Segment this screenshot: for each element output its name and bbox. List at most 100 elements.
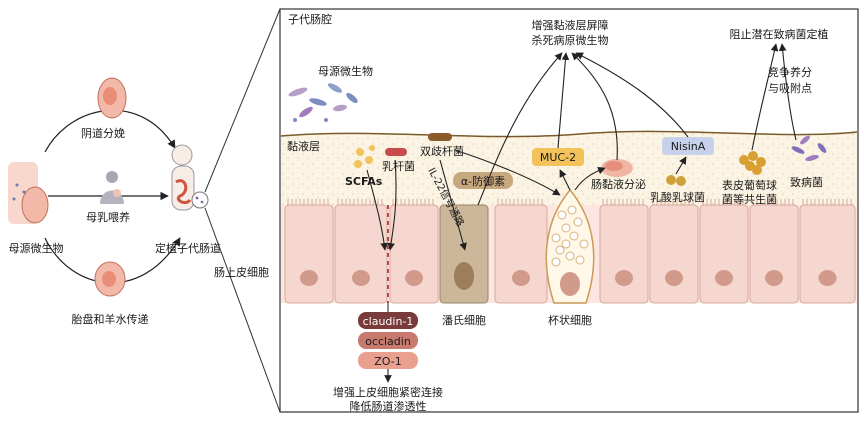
epithelial-cell xyxy=(284,204,334,304)
placenta-label: 胎盘和羊水传递 xyxy=(72,312,149,326)
occludin-label: occladin xyxy=(365,335,411,348)
placenta-icon xyxy=(94,261,126,297)
top-center-line1: 增强黏液层屏障 xyxy=(532,18,609,32)
goblet-granule xyxy=(569,231,579,241)
paneth-label: 潘氏细胞 xyxy=(442,314,486,327)
goblet-granule xyxy=(561,239,571,249)
zo1-pill xyxy=(358,352,418,369)
top-right-label: 阻止潜在致病菌定植 xyxy=(730,27,829,41)
arrow-nisin-to-top xyxy=(575,52,689,138)
goblet-granule xyxy=(557,210,567,220)
goblet-cell xyxy=(545,188,595,304)
occludin-pill xyxy=(358,332,418,349)
cell-nucleus xyxy=(405,270,423,286)
goblet-granule xyxy=(567,205,577,215)
arrow-bifido-to-goblet xyxy=(454,149,561,196)
cell-nucleus xyxy=(765,270,783,286)
zo1-label: ZO-1 xyxy=(374,355,401,368)
funnel-line-bottom xyxy=(204,207,281,413)
cell-nucleus xyxy=(818,270,837,286)
mucus-boundary xyxy=(280,130,858,138)
goblet-granule xyxy=(555,245,565,255)
panel-maternal-microbes-label: 母源微生物 xyxy=(318,64,373,78)
arrow-lactococcus-to-nisin xyxy=(675,156,687,175)
goblet-granule xyxy=(565,251,575,261)
cell-nucleus xyxy=(352,270,370,286)
alpha-defensin-pill xyxy=(453,172,513,189)
pathogen-icon xyxy=(791,135,827,162)
lactococcus-icon xyxy=(666,175,686,186)
arrow-staph-to-topright xyxy=(751,43,779,151)
arrow-scfa-to-junction xyxy=(366,169,388,251)
compete-line2: 与吸附点 xyxy=(768,81,812,95)
pathogen-label: 致病菌 xyxy=(790,175,823,189)
epithelial-cell xyxy=(494,204,548,304)
bottom-line1: 增强上皮细胞紧密连接 xyxy=(333,385,443,399)
epithelial-cells-label: 肠上皮细胞 xyxy=(214,266,269,279)
epithelial-cell xyxy=(389,204,439,304)
goblet-label: 杯状细胞 xyxy=(548,313,592,327)
scfa-dots xyxy=(354,145,375,168)
claudin-label: claudin-1 xyxy=(363,315,414,328)
cell-nucleus xyxy=(300,270,318,286)
epithelial-cell xyxy=(699,204,749,304)
arrow-goblet-to-muc2 xyxy=(559,169,571,191)
bifidobacterium-icon xyxy=(428,133,452,141)
epithelial-cell xyxy=(749,204,799,304)
goblet-granule xyxy=(551,257,561,267)
arrow-goblet-to-secretion xyxy=(574,166,606,191)
goblet-granule xyxy=(551,233,561,243)
lactobacillus-label: 乳杆菌 xyxy=(382,159,415,173)
vaginal-birth-label: 阴道分娩 xyxy=(81,126,125,140)
muc2-pill xyxy=(532,148,584,166)
top-center-line2: 杀死病原微生物 xyxy=(532,33,609,47)
arrow-il22-to-cell xyxy=(439,159,467,251)
arrow-lacto-to-junction xyxy=(387,159,397,251)
funnel-line-top xyxy=(204,8,281,193)
arrow-secretion-to-top xyxy=(571,52,618,161)
mucus-secretion-label: 肠黏液分泌 xyxy=(591,177,646,191)
alpha-defensin-label: α-防御素 xyxy=(461,174,505,188)
mucus-secretion-blob xyxy=(601,159,633,177)
scfa-label: SCFAs xyxy=(345,175,383,188)
claudin-pill xyxy=(358,312,418,329)
maternal-microbes-label: 母源微生物 xyxy=(9,241,64,255)
breastfeeding-icon xyxy=(100,171,124,204)
arrow-paneth-to-top xyxy=(477,52,563,206)
epithelial-cell xyxy=(649,204,699,304)
bottom-line2: 降低肠道渗透性 xyxy=(350,399,427,413)
goblet-granule xyxy=(573,217,583,227)
mother-icon xyxy=(8,162,49,224)
staph-label-line2: 菌等共生菌 xyxy=(722,192,777,206)
baby-icon xyxy=(171,144,209,211)
lactobacillus-icon xyxy=(385,148,407,156)
breastfeeding-label: 母乳喂养 xyxy=(86,210,130,224)
left-section: 阴道分娩 母乳喂养 胎盘和羊水传递 母源微生物 xyxy=(8,8,281,413)
panel-frame xyxy=(279,8,859,413)
colonize-gut-label: 定植子代肠道 xyxy=(155,241,221,255)
bifidobacterium-label: 双歧杆菌 xyxy=(420,144,464,158)
cell-nucleus xyxy=(512,270,530,286)
right-panel: 子代肠腔 黏液层 母源微生物 潘氏细胞 xyxy=(279,8,859,413)
arrow-pathogen-to-topright xyxy=(778,43,797,141)
goblet-granule xyxy=(575,255,585,265)
muc2-label: MUC-2 xyxy=(540,151,576,164)
epithelial-cell xyxy=(799,204,856,304)
cell-nucleus xyxy=(615,270,633,286)
epithelial-cell xyxy=(599,204,649,304)
staph-icon xyxy=(739,151,766,175)
arrow-muc2-to-top xyxy=(557,52,570,149)
vaginal-birth-icon xyxy=(97,77,127,119)
panel-title: 子代肠腔 xyxy=(288,12,332,26)
epithelial-cells xyxy=(284,199,856,304)
lactococcus-label: 乳酸乳球菌 xyxy=(650,190,705,204)
maternal-microbe-cluster xyxy=(288,83,358,122)
paneth-cell xyxy=(439,204,489,304)
cell-nucleus xyxy=(715,270,733,286)
mucus-layer-label: 黏液层 xyxy=(287,139,320,153)
goblet-granule xyxy=(561,223,571,233)
staph-label-line1: 表皮葡萄球 xyxy=(722,178,777,192)
nisin-label: NisinA xyxy=(671,140,706,153)
